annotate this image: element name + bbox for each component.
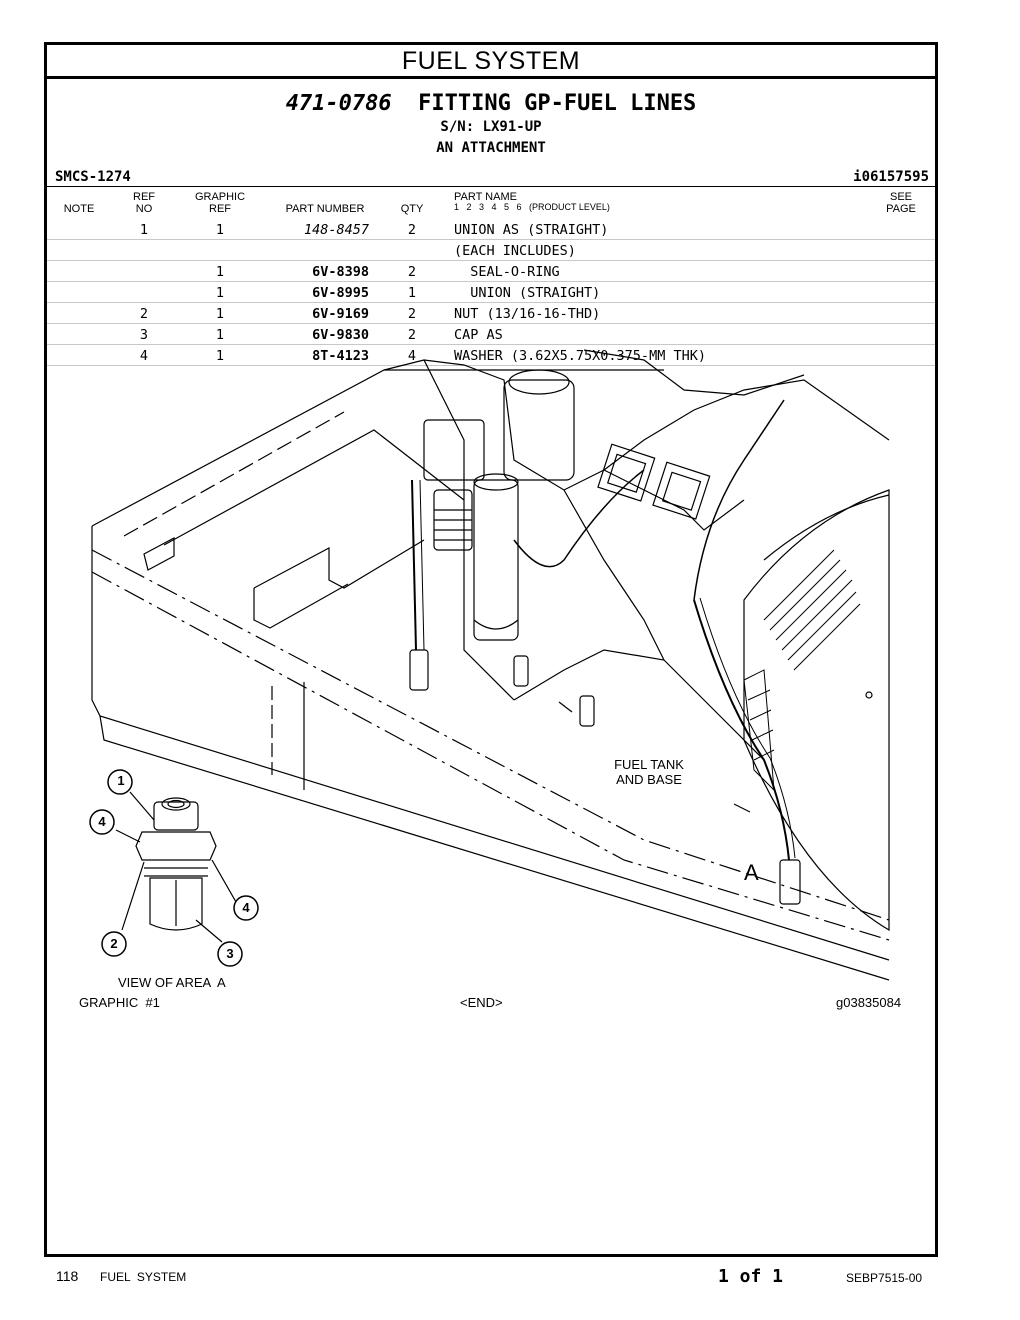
graphic-label: GRAPHIC #1 (79, 995, 160, 1010)
table-row: 1 6V-8398 2 SEAL-O-RING (47, 261, 935, 282)
callout-4-lower: 4 (242, 900, 250, 915)
area-label: A (744, 860, 759, 885)
table-row: 2 1 6V-9169 2 NUT (13/16-16-THD) (47, 303, 935, 324)
part-number-cell: 8T-4123 (312, 348, 369, 364)
part-name-cell: UNION (STRAIGHT) (454, 285, 601, 301)
graphic-id: g03835084 (836, 995, 902, 1010)
callout-3: 3 (226, 946, 234, 961)
part-number-cell: 6V-8995 (312, 285, 369, 301)
ref-no-cell: 1 (139, 222, 149, 238)
graphic-ref-cell: 1 (215, 222, 225, 238)
part-name-cell: WASHER (3.62X5.75X0.375-MM THK) (454, 348, 706, 364)
graphic-ref-cell: 1 (215, 285, 225, 301)
view-caption: VIEW OF AREA A (118, 975, 226, 990)
end-marker: <END> (460, 995, 503, 1010)
footer-pagination: 1 of 1 (718, 1266, 784, 1287)
graphic-ref-cell: 1 (215, 327, 225, 343)
table-row: (EACH INCLUDES) (47, 240, 935, 261)
col-part-name: PART NAME (454, 191, 517, 203)
col-ref-top: REF (133, 191, 155, 203)
graphic-ref-cell: 1 (215, 306, 225, 322)
callout-2: 2 (110, 936, 118, 951)
part-number-cell: 6V-8398 (312, 264, 369, 280)
footer-section: FUEL SYSTEM (100, 1270, 187, 1284)
table-row: 3 1 6V-9830 2 CAP AS (47, 324, 935, 345)
table-row: 1 1 148-8457 2 UNION AS (STRAIGHT) (47, 219, 935, 240)
part-name-cell: SEAL-O-RING (454, 264, 560, 280)
fuel-system-illustration (89, 349, 890, 981)
part-name-cell: (EACH INCLUDES) (454, 243, 576, 259)
col-ref-bottom: NO (135, 203, 153, 215)
callout-4-upper: 4 (98, 814, 106, 829)
group-type: AN ATTACHMENT (436, 140, 546, 156)
ref-no-cell: 4 (139, 348, 149, 364)
page-frame: FUEL SYSTEM 471-0786 FITTING GP-FUEL LIN… (44, 42, 938, 1257)
qty-cell: 2 (407, 222, 417, 238)
col-part-number: PART NUMBER (285, 203, 365, 215)
tank-label-line1: FUEL TANK (614, 757, 684, 772)
col-graphic-bottom: REF (209, 203, 231, 215)
col-see-bottom: PAGE (886, 203, 916, 215)
graphic-ref-cell: 1 (215, 348, 225, 364)
qty-cell: 2 (407, 327, 417, 343)
part-name-cell: UNION AS (STRAIGHT) (454, 222, 609, 238)
tank-front-edge (91, 526, 890, 961)
footer-doc-number: SEBP7515-00 (846, 1271, 923, 1285)
section-title: FUEL SYSTEM (47, 45, 935, 79)
tank-label-line2: AND BASE (616, 772, 682, 787)
illustration-id: i06157595 (853, 169, 929, 185)
footer-page-number: 118 (56, 1268, 79, 1284)
qty-cell: 2 (407, 306, 417, 322)
part-number-cell: 6V-9830 (312, 327, 369, 343)
header-rule (47, 186, 935, 187)
graphic-ref-cell: 1 (215, 264, 225, 280)
part-name-cell: CAP AS (454, 327, 503, 343)
part-number-cell: 148-8457 (303, 222, 369, 238)
serial-range: S/N: LX91-UP (440, 119, 542, 135)
callout-1: 1 (117, 773, 125, 788)
qty-cell: 2 (407, 264, 417, 280)
ref-no-cell: 2 (139, 306, 149, 322)
smcs-code: SMCS-1274 (55, 169, 131, 185)
group-heading: 471-0786 FITTING GP-FUEL LINES (47, 91, 935, 116)
col-qty: QTY (400, 203, 424, 215)
qty-cell: 4 (407, 348, 417, 364)
table-row: 1 6V-8995 1 UNION (STRAIGHT) (47, 282, 935, 303)
tank-top-edge (91, 369, 664, 527)
group-number: 471-0786 (285, 91, 392, 116)
table-row: 4 1 8T-4123 4 WASHER (3.62X5.75X0.375-MM THK… (47, 345, 935, 366)
group-name: FITTING GP-FUEL LINES (418, 91, 697, 116)
col-see-top: SEE (889, 191, 912, 203)
qty-cell: 1 (407, 285, 417, 301)
part-number-cell: 6V-9169 (312, 306, 369, 322)
col-product-levels: 1 2 3 4 5 6 (PRODUCT LEVEL) (454, 202, 610, 212)
ref-no-cell: 3 (139, 327, 149, 343)
col-graphic-top: GRAPHIC (194, 191, 246, 203)
col-note: NOTE (63, 203, 95, 215)
part-name-cell: NUT (13/16-16-THD) (454, 306, 601, 322)
